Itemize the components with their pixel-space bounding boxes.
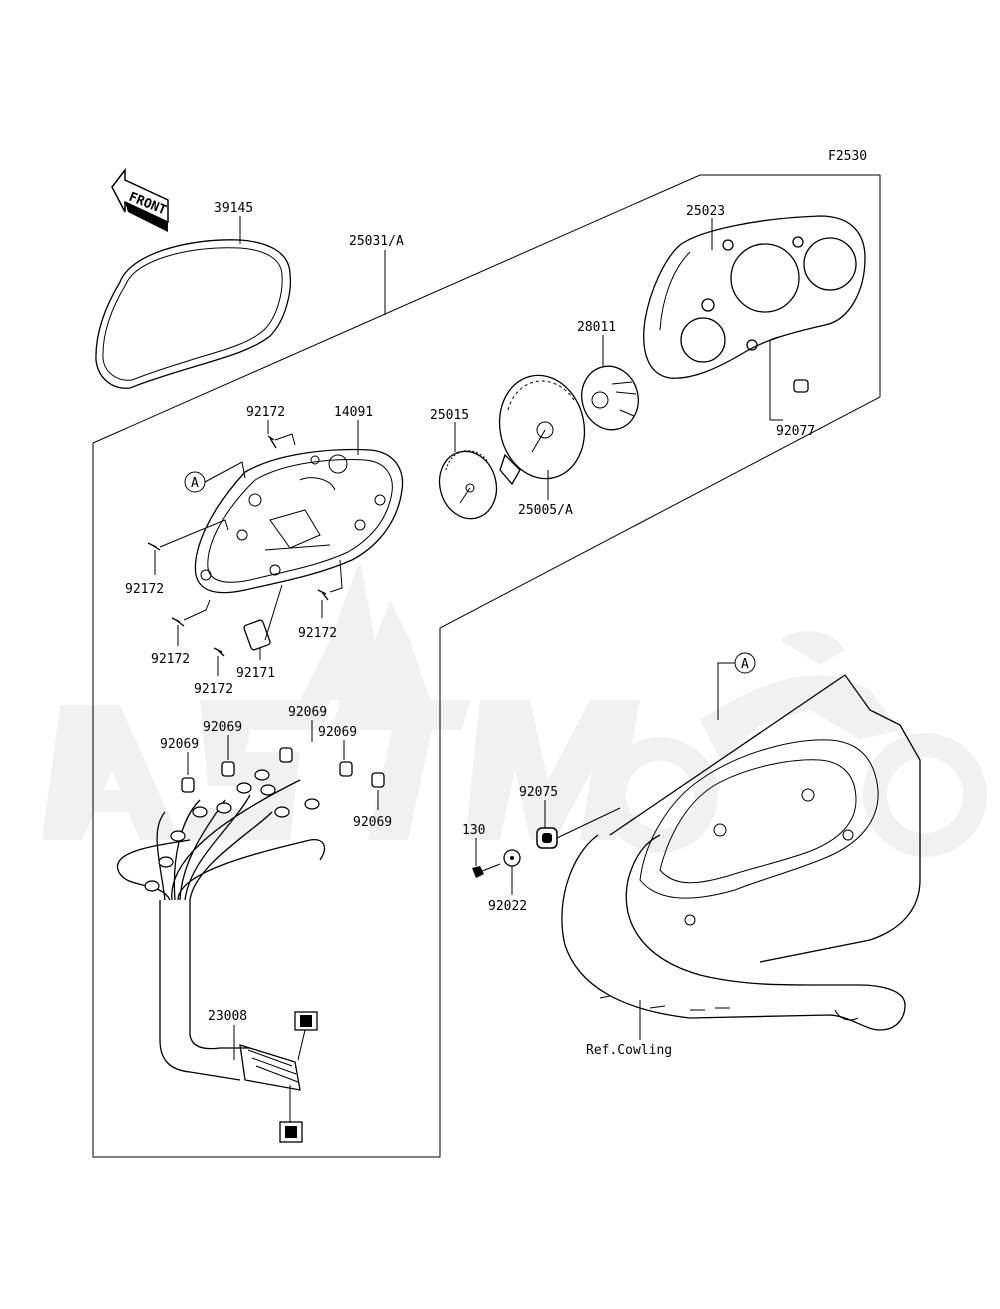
grommet-92075 bbox=[536, 827, 558, 849]
dial-plate-28011 bbox=[581, 365, 639, 431]
label-92077: 92077 bbox=[776, 424, 815, 439]
clip-92171 bbox=[243, 619, 271, 651]
label-39145: 39145 bbox=[214, 201, 253, 216]
label-92172-bottom: 92172 bbox=[194, 682, 233, 697]
label-25005: 25005/A bbox=[518, 503, 573, 518]
cowling-outline bbox=[561, 674, 921, 1031]
label-92075: 92075 bbox=[519, 785, 558, 800]
screw-92172-bottom bbox=[213, 647, 225, 657]
grommet-92077 bbox=[793, 379, 809, 393]
front-arrow-icon: FRONT bbox=[111, 167, 169, 232]
label-92172-right: 92172 bbox=[298, 626, 337, 641]
bulbs-92069 bbox=[181, 747, 385, 793]
label-92022: 92022 bbox=[488, 899, 527, 914]
label-92069-2: 92069 bbox=[203, 720, 242, 735]
assembly-outline bbox=[92, 174, 881, 1158]
figure-code: F2530 bbox=[828, 149, 867, 164]
speedometer-25005 bbox=[498, 374, 586, 486]
label-92069-1: 92069 bbox=[160, 737, 199, 752]
wiring-harness-23008 bbox=[117, 769, 326, 1143]
screw-92172-lower-left bbox=[171, 617, 185, 627]
bolt-130 bbox=[472, 863, 501, 878]
ref-mark-a-right-text: A bbox=[741, 657, 749, 672]
label-25015: 25015 bbox=[430, 408, 469, 423]
label-14091: 14091 bbox=[334, 405, 373, 420]
label-92172-lower-left: 92172 bbox=[151, 652, 190, 667]
label-92069-3: 92069 bbox=[288, 705, 327, 720]
washer-92022 bbox=[503, 849, 521, 867]
label-92172-top: 92172 bbox=[246, 405, 285, 420]
label-92069-5: 92069 bbox=[353, 815, 392, 830]
gasket-39145 bbox=[95, 239, 292, 389]
label-23008: 23008 bbox=[208, 1009, 247, 1024]
label-130: 130 bbox=[462, 823, 485, 838]
label-92069-4: 92069 bbox=[318, 725, 357, 740]
label-28011: 28011 bbox=[577, 320, 616, 335]
label-25031: 25031/A bbox=[349, 234, 404, 249]
screw-92172-right bbox=[317, 589, 329, 601]
label-92171: 92171 bbox=[236, 666, 275, 681]
screw-92172-top bbox=[267, 435, 277, 449]
tachometer-25015 bbox=[438, 450, 498, 520]
meter-housing-14091 bbox=[194, 448, 404, 594]
screw-92172-left bbox=[147, 542, 161, 551]
label-ref-cowling: Ref.Cowling bbox=[586, 1043, 672, 1058]
label-92172-left: 92172 bbox=[125, 582, 164, 597]
meter-case-25023 bbox=[643, 215, 866, 379]
ref-mark-a-left-text: A bbox=[191, 476, 199, 491]
watermark-logo bbox=[42, 560, 987, 857]
label-25023: 25023 bbox=[686, 204, 725, 219]
